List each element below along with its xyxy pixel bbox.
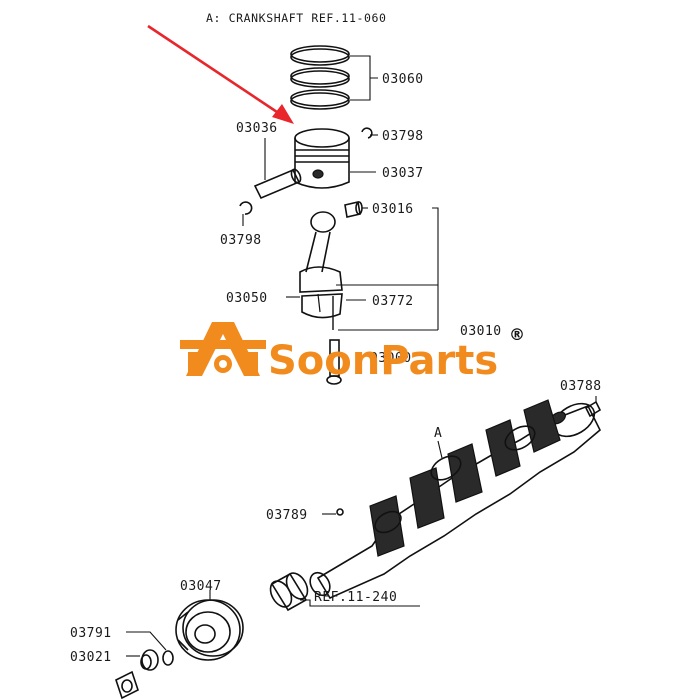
label-03060: 03060 — [382, 72, 424, 87]
pulley-nut — [115, 670, 139, 700]
label-03016: 03016 — [372, 202, 414, 217]
watermark-brand: SoonParts — [268, 338, 498, 384]
piston-pin — [253, 168, 302, 200]
leader-03791 — [126, 631, 167, 651]
crankshaft — [309, 399, 601, 600]
leader-03060 — [350, 55, 378, 101]
watermark-logo: SoonParts ® — [180, 322, 525, 384]
leader-ref — [300, 599, 420, 607]
red-pointer-arrow — [147, 24, 294, 124]
label-03791: 03791 — [70, 626, 112, 641]
dowel-pin — [336, 508, 344, 516]
crank-key — [584, 400, 602, 418]
diagram-header: A: CRANKSHAFT REF.11-060 — [206, 11, 387, 25]
ref-label: REF.11-240 — [314, 590, 397, 605]
label-03798-top: 03798 — [382, 129, 424, 144]
label-03000: 03000 — [370, 351, 412, 366]
circlip-top — [361, 127, 373, 139]
label-03021: 03021 — [70, 650, 112, 665]
piston-rings — [290, 45, 350, 110]
label-03798-left: 03798 — [220, 233, 262, 248]
piston — [294, 128, 350, 189]
label-03788: 03788 — [560, 379, 602, 394]
collar — [140, 649, 159, 671]
watermark-registered-mark: ® — [509, 325, 525, 344]
watermark-emblem-icon — [180, 322, 266, 376]
label-03010: 03010 — [460, 324, 502, 339]
crank-gear — [269, 572, 309, 612]
label-03789: 03789 — [266, 508, 308, 523]
o-ring — [162, 650, 174, 666]
connecting-rod — [299, 211, 343, 330]
label-03772: 03772 — [372, 294, 414, 309]
label-03050: 03050 — [226, 291, 268, 306]
leader-A — [437, 440, 443, 459]
label-A: A — [434, 426, 442, 441]
label-03047: 03047 — [180, 579, 222, 594]
leader-bracket-rod — [336, 207, 439, 331]
label-03036: 03036 — [236, 121, 278, 136]
label-03037: 03037 — [382, 166, 424, 181]
circlip-left — [239, 201, 253, 215]
small-end-bushing — [344, 201, 363, 218]
rod-bolt — [326, 339, 342, 385]
crank-pulley — [175, 599, 244, 661]
